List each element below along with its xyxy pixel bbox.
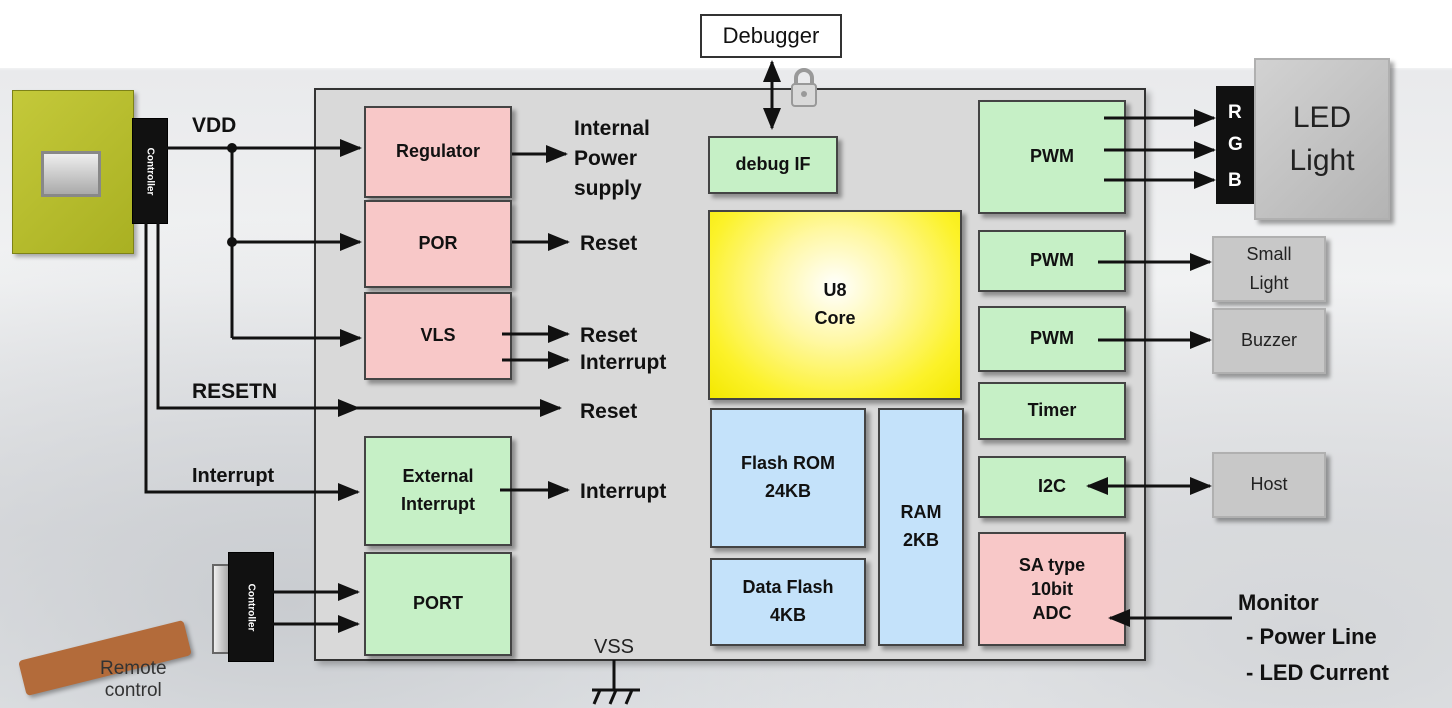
flash-rom-block: Flash ROM 24KB xyxy=(710,408,866,548)
ext-interrupt-output-label: Interrupt xyxy=(580,480,667,503)
interrupt-input-arrow xyxy=(144,222,360,501)
rgb-label-g: G xyxy=(1228,134,1243,155)
data-flash-block: Data Flash 4KB xyxy=(710,558,866,646)
led-light-box: LED Light xyxy=(1254,58,1390,220)
vdd-junction-1 xyxy=(227,143,237,153)
port-block: PORT xyxy=(364,552,512,656)
debug-if-block: debug IF xyxy=(708,136,838,194)
monitor-power-line: - Power Line xyxy=(1246,624,1377,649)
monitor-title: Monitor xyxy=(1238,590,1319,615)
small-light-box: Small Light xyxy=(1212,236,1326,302)
internal-power-label: Internal Power supply xyxy=(574,117,650,200)
remote-control-label: Remote control xyxy=(100,658,167,701)
rgb-label-b: B xyxy=(1228,170,1242,191)
resetn-reset-label: Reset xyxy=(580,400,638,423)
timer-block: Timer xyxy=(978,382,1126,440)
regulator-block: Regulator xyxy=(364,106,512,198)
power-supply-window xyxy=(41,151,101,197)
buzzer-box: Buzzer xyxy=(1212,308,1326,374)
vss-ground-tick-1 xyxy=(592,689,602,705)
u8-core-block: U8 Core xyxy=(708,210,962,400)
vss-ground-tick-3 xyxy=(624,689,634,705)
resetn-line xyxy=(156,222,562,417)
vss-ground-tick-2 xyxy=(608,689,618,705)
external-interrupt-block: External Interrupt xyxy=(364,436,512,546)
interrupt-input-label: Interrupt xyxy=(192,465,275,487)
host-box: Host xyxy=(1212,452,1326,518)
por-reset-label: Reset xyxy=(580,232,638,255)
rgb-label-r: R xyxy=(1228,102,1242,123)
ram-block: RAM 2KB xyxy=(878,408,964,646)
vdd-junction-2 xyxy=(227,237,237,247)
resetn-label: RESETN xyxy=(192,380,278,403)
vls-reset-label: Reset xyxy=(580,324,638,347)
adc-block: SA type 10bit ADC xyxy=(978,532,1126,646)
debugger-label: Debugger xyxy=(722,23,820,48)
vdd-label: VDD xyxy=(192,114,237,137)
remote-controller: Controller xyxy=(228,552,274,662)
monitor-led-current: - LED Current xyxy=(1246,660,1389,685)
vls-block: VLS xyxy=(364,292,512,380)
por-block: POR xyxy=(364,200,512,288)
power-controller: Controller xyxy=(132,118,168,224)
debugger-box: Debugger xyxy=(700,14,842,58)
lock-icon xyxy=(791,68,817,107)
vss-label: VSS xyxy=(594,636,635,658)
pwm-rgb-block: PWM xyxy=(978,100,1126,214)
rgb-connector xyxy=(1216,86,1254,204)
vls-interrupt-label: Interrupt xyxy=(580,351,667,374)
